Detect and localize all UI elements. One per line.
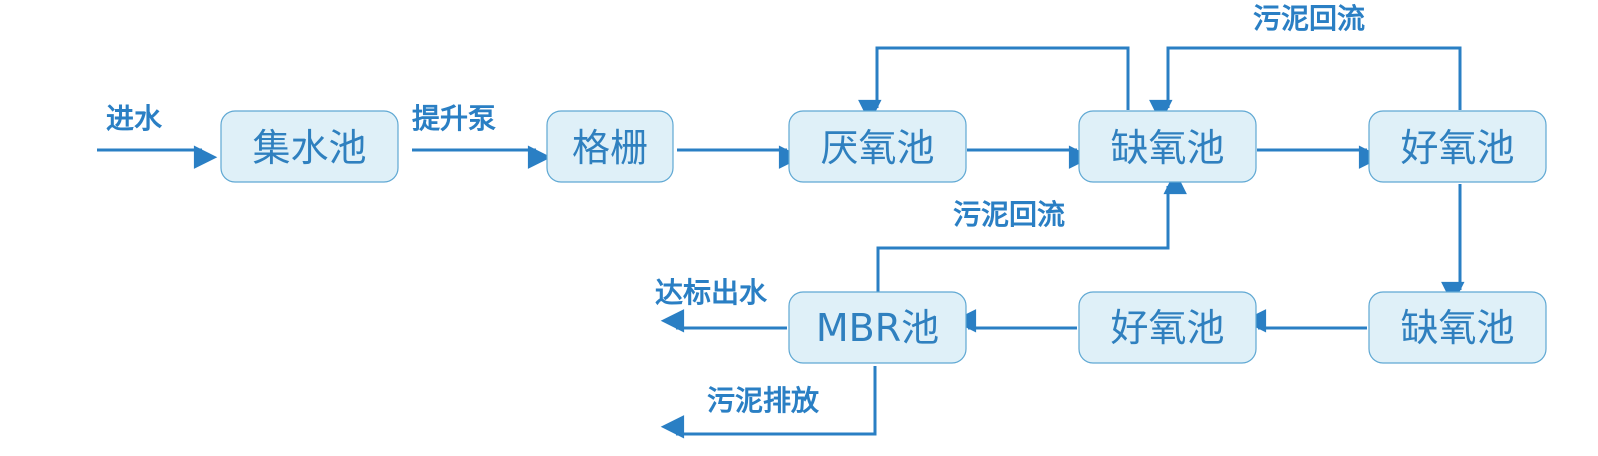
- node-anaerobic-tank: 厌氧池: [788, 110, 967, 183]
- node-anoxic-tank-2-label: 缺氧池: [1400, 306, 1514, 350]
- label-influent: 进水: [106, 102, 163, 135]
- node-aerobic-tank-2: 好氧池: [1078, 291, 1257, 364]
- node-mbr-tank-label: MBR池: [816, 306, 939, 350]
- edge-labels: 进水 提升泵 污泥回流 污泥回流 达标出水 污泥排放: [106, 2, 1365, 417]
- node-screen-label: 格栅: [572, 126, 648, 170]
- arrow-sludge-discharge: [660, 366, 877, 439]
- label-sludge-discharge: 污泥排放: [707, 384, 820, 417]
- node-screen: 格栅: [546, 110, 674, 183]
- node-collection-tank: 集水池: [220, 110, 399, 183]
- arrow-recycle-anoxic-to-anaerobic: [858, 46, 1130, 124]
- label-sludge-return-middle: 污泥回流: [953, 198, 1065, 231]
- node-anaerobic-tank-label: 厌氧池: [820, 126, 934, 170]
- node-collection-tank-label: 集水池: [252, 126, 366, 170]
- node-mbr-tank: MBR池: [788, 291, 967, 364]
- label-sludge-return-top: 污泥回流: [1253, 2, 1365, 35]
- node-aerobic-tank-1-label: 好氧池: [1400, 126, 1514, 170]
- node-anoxic-tank-1-label: 缺氧池: [1110, 126, 1224, 170]
- node-aerobic-tank-2-label: 好氧池: [1110, 306, 1224, 350]
- arrow-sludge-return-top: [1149, 46, 1462, 124]
- arrow-sludge-return-middle: [876, 170, 1187, 292]
- edges: [97, 46, 1465, 439]
- label-effluent: 达标出水: [655, 276, 768, 309]
- label-lift-pump: 提升泵: [412, 102, 496, 135]
- node-anoxic-tank-2: 缺氧池: [1368, 291, 1547, 364]
- node-anoxic-tank-1: 缺氧池: [1078, 110, 1257, 183]
- node-aerobic-tank-1: 好氧池: [1368, 110, 1547, 183]
